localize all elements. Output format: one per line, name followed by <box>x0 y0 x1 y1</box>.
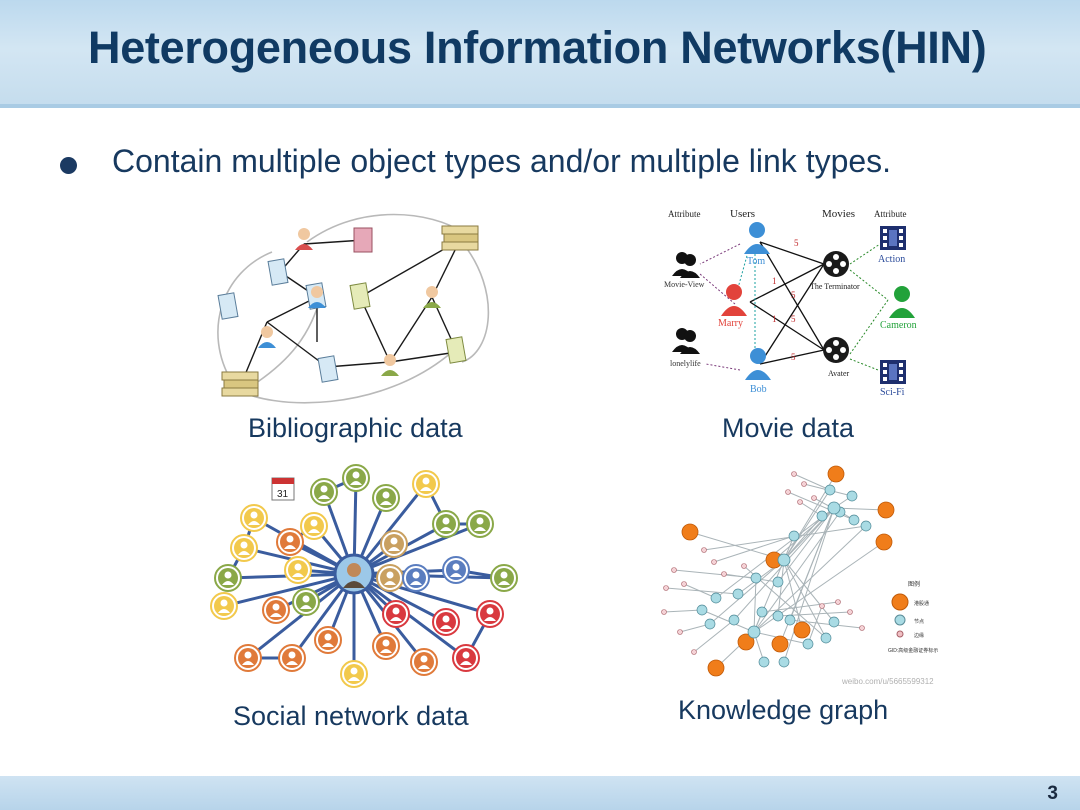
group-users-icon <box>672 328 700 354</box>
rating-label: 5 <box>791 314 796 324</box>
attribute-cameron: Cameron <box>880 320 917 331</box>
caption-bibliographic: Bibliographic data <box>248 413 463 443</box>
attribute-lonelylife: lonelylife <box>670 359 701 368</box>
bibliographic-network-svg <box>217 213 490 404</box>
attribute-scifi: Sci-Fi <box>880 387 905 398</box>
attribute-movie-view: Movie-View <box>664 280 705 289</box>
caption-knowledge: Knowledge graph <box>678 695 889 725</box>
movie-terminator-label: The Terminator <box>810 282 860 291</box>
rating-label: 5 <box>791 352 796 362</box>
movie-network-svg: Attribute Users Movies Attribute <box>664 208 917 398</box>
book-stack-icon <box>221 225 479 397</box>
film-strip-icon <box>880 226 906 250</box>
author-icon <box>258 228 441 376</box>
rating-label: 1 <box>772 276 777 286</box>
user-bob-label: Bob <box>750 384 767 395</box>
rating-label: 5 <box>791 290 796 300</box>
calendar-icon: 31 <box>271 477 295 501</box>
movie-terminator-icon <box>823 251 849 277</box>
kg-nodes <box>661 465 895 677</box>
user-marry-label: Marry <box>718 318 743 329</box>
social-network-svg: 31 <box>210 464 518 688</box>
footer-band: 3 <box>0 776 1080 810</box>
header-movies: Movies <box>822 208 855 220</box>
kg-legend-title: 图例 <box>908 580 920 588</box>
caption-social: Social network data <box>233 701 469 731</box>
director-icon <box>889 286 915 318</box>
kg-legend: 图例 港股通 节点 边缘 GID:高级金融证券标示 <box>888 580 938 654</box>
knowledge-graph-figure: 图例 港股通 节点 边缘 GID:高级金融证券标示 weibo.com/u/56… <box>654 462 954 690</box>
kg-legend-blue-dot <box>894 614 906 626</box>
page-number: 3 <box>1047 783 1058 804</box>
kg-legend-item: 边缘 <box>914 632 924 639</box>
bullet-dot <box>60 157 77 174</box>
header-attribute-left: Attribute <box>668 209 701 219</box>
attribute-action: Action <box>878 254 905 265</box>
caption-movie: Movie data <box>722 413 855 443</box>
social-nodes <box>210 464 518 688</box>
rating-label: 5 <box>794 238 799 248</box>
movie-avater-icon <box>823 337 849 363</box>
watermark: weibo.com/u/5665599312 <box>841 677 934 686</box>
user-tom-icon <box>744 222 770 254</box>
user-bob-icon <box>745 348 771 380</box>
user-tom-label: Tom <box>747 256 765 267</box>
kg-legend-caption: GID:高级金融证券标示 <box>888 647 938 654</box>
bibliographic-network-figure <box>212 212 492 412</box>
bullet-text: Contain multiple object types and/or mul… <box>112 143 892 179</box>
header-band <box>0 0 1080 108</box>
kg-legend-orange-dot <box>891 593 909 611</box>
calendar-day: 31 <box>277 489 289 500</box>
header-attribute-right: Attribute <box>874 209 907 219</box>
knowledge-graph-svg: 图例 港股通 节点 边缘 GID:高级金融证券标示 weibo.com/u/56… <box>661 465 938 686</box>
movie-avater-label: Avater <box>828 369 850 378</box>
header-users: Users <box>730 208 755 220</box>
kg-legend-item: 港股通 <box>914 600 929 607</box>
kg-legend-item: 节点 <box>914 619 924 625</box>
user-marry-icon <box>721 284 747 316</box>
slide-title: Heterogeneous Information Networks(HIN) <box>88 22 987 73</box>
social-network-figure: 31 <box>194 462 524 694</box>
film-strip-icon <box>880 360 906 384</box>
movie-network-figure: Attribute Users Movies Attribute <box>660 204 922 400</box>
group-users-icon <box>672 252 700 278</box>
rating-label: 1 <box>772 314 777 324</box>
kg-legend-pink-dot <box>896 630 904 638</box>
